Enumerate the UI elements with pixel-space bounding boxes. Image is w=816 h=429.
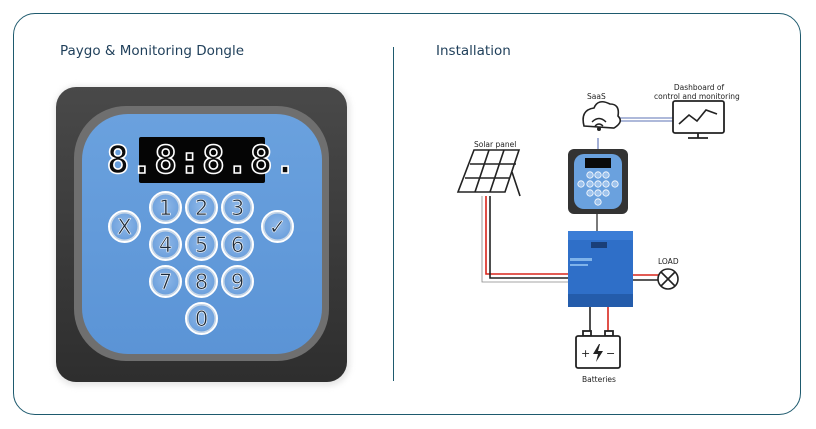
key-7[interactable]: 7	[149, 265, 182, 298]
key-2[interactable]: 2	[185, 191, 218, 224]
key-cancel[interactable]: X	[108, 210, 141, 243]
battery-icon: + −	[575, 330, 621, 369]
saas-label: SaaS	[587, 92, 606, 101]
monitor-icon	[672, 100, 725, 139]
batteries-label: Batteries	[582, 375, 616, 384]
key-0[interactable]: 0	[185, 302, 218, 335]
load-bulb-icon	[657, 268, 679, 290]
key-5[interactable]: 5	[185, 228, 218, 261]
key-confirm[interactable]: ✓	[261, 210, 294, 243]
key-8[interactable]: 8	[185, 265, 218, 298]
dashboard-label-2: control and monitoring	[654, 92, 740, 101]
key-6[interactable]: 6	[221, 228, 254, 261]
load-label: LOAD	[658, 257, 679, 266]
svg-text:−: −	[606, 347, 615, 360]
lcd-display: 8.8:8.8.	[106, 137, 297, 183]
key-9[interactable]: 9	[221, 265, 254, 298]
installation-title: Installation	[436, 43, 511, 59]
panel-divider	[393, 47, 394, 381]
dongle-icon	[568, 149, 628, 214]
key-1[interactable]: 1	[149, 191, 182, 224]
inverter-icon	[568, 231, 633, 307]
lcd-digits: 8.8:8.8.	[106, 137, 298, 183]
dongle-title: Paygo & Monitoring Dongle	[60, 43, 245, 59]
key-4[interactable]: 4	[149, 228, 182, 261]
dashboard-label-1: Dashboard of	[673, 83, 725, 92]
cloud-icon	[582, 100, 622, 132]
solar-panel-icon	[456, 149, 521, 197]
solar-label: Solar panel	[474, 140, 517, 149]
svg-text:+: +	[581, 347, 590, 360]
key-3[interactable]: 3	[221, 191, 254, 224]
